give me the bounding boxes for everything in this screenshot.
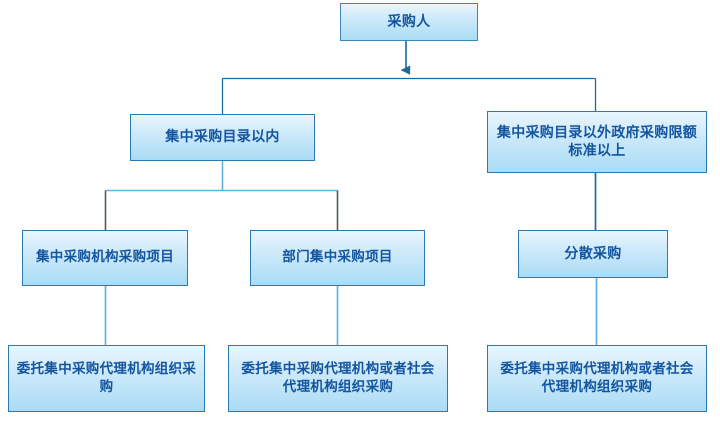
node-centralized-agency-project-label: 集中采购机构采购项目: [36, 249, 174, 266]
node-decentralized-procurement-label: 分散采购: [564, 245, 622, 262]
node-entrust-centralized-or-social-agency-2[interactable]: 委托集中采购代理机构或者社会代理机构组织采购: [487, 345, 707, 412]
node-outside-catalog-above-threshold-label: 集中采购目录以外政府采购限额标准以上: [496, 124, 698, 159]
node-entrust-centralized-agency[interactable]: 委托集中采购代理机构组织采购: [8, 345, 205, 412]
node-decentralized-procurement[interactable]: 分散采购: [518, 230, 668, 278]
node-entrust-centralized-or-social-agency-2-label: 委托集中采购代理机构或者社会代理机构组织采购: [500, 360, 694, 395]
node-department-centralized-project[interactable]: 部门集中采购项目: [250, 230, 425, 286]
node-centralized-agency-project[interactable]: 集中采购机构采购项目: [22, 230, 188, 286]
node-entrust-centralized-agency-label: 委托集中采购代理机构组织采购: [16, 360, 197, 395]
edge-split-bar: [221, 77, 597, 114]
node-entrust-centralized-or-social-agency-1[interactable]: 委托集中采购代理机构或者社会代理机构组织采购: [228, 345, 448, 412]
node-purchaser[interactable]: 采购人: [340, 3, 478, 41]
node-within-centralized-catalog-label: 集中采购目录以内: [165, 129, 280, 146]
node-purchaser-label: 采购人: [387, 13, 431, 30]
node-entrust-centralized-or-social-agency-1-label: 委托集中采购代理机构或者社会代理机构组织采购: [241, 360, 435, 395]
node-outside-catalog-above-threshold[interactable]: 集中采购目录以外政府采购限额标准以上: [487, 111, 707, 173]
node-department-centralized-project-label: 部门集中采购项目: [282, 249, 393, 266]
edge-lvl2left-split: [104, 161, 339, 230]
node-within-centralized-catalog[interactable]: 集中采购目录以内: [130, 114, 315, 161]
